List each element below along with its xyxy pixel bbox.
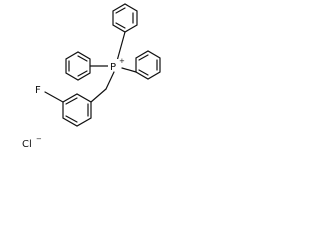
- phosphonium-charge: +: [119, 57, 125, 65]
- fluorine-atom-label: F: [35, 85, 41, 96]
- phenyl-ring-left: [65, 51, 91, 81]
- carbon-fluorine-bond: [44, 91, 64, 103]
- phosphonium-bonds: [89, 31, 137, 90]
- phosphorus-atom-label: P: [110, 62, 116, 73]
- fluorophenyl-ring: [62, 93, 92, 127]
- chloride-charge: −: [36, 135, 42, 143]
- phenyl-ring-top: [112, 3, 138, 33]
- benzyl-ch2-bond: [90, 88, 107, 103]
- chloride-ion-label: Cl: [22, 139, 32, 150]
- phenyl-ring-right: [135, 50, 161, 80]
- chemical-structure: P + F Cl −: [22, 3, 161, 150]
